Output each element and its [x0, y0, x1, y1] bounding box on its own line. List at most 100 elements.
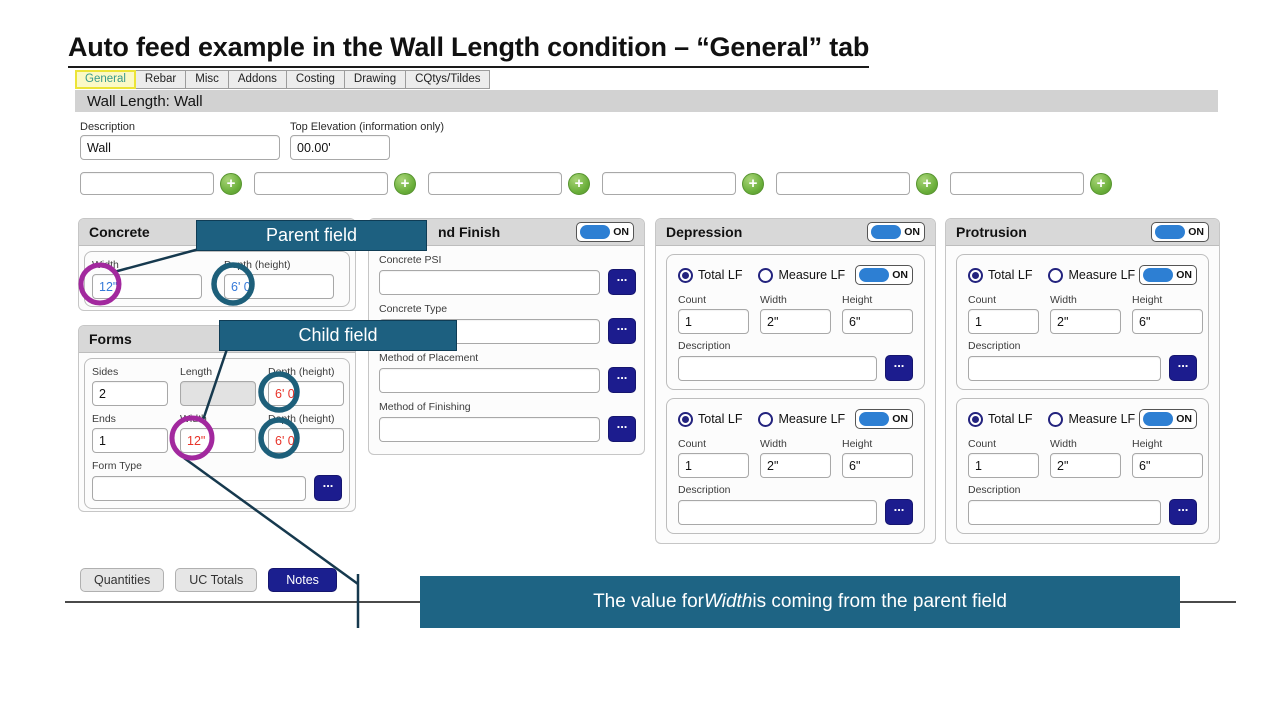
- notes-button[interactable]: Notes: [268, 568, 337, 592]
- protrusion-panel-header: Protrusion ON: [946, 219, 1219, 246]
- tab-drawing[interactable]: Drawing: [343, 70, 407, 89]
- total-lf-radio[interactable]: [968, 267, 983, 283]
- description-label: Description: [968, 484, 1021, 496]
- forms-sides-input[interactable]: [92, 381, 168, 406]
- method-of-placement-input[interactable]: [379, 367, 600, 393]
- width-label: Width: [1050, 294, 1077, 306]
- quick-add-row: + + + + + +: [80, 172, 1124, 195]
- total-lf-radio[interactable]: [968, 411, 983, 427]
- section-description-input[interactable]: [968, 500, 1161, 525]
- height-input[interactable]: [1132, 309, 1203, 334]
- method-of-finishing-label: Method of Finishing: [379, 401, 471, 413]
- plus-icon[interactable]: +: [394, 172, 416, 195]
- concrete-width-input[interactable]: [92, 274, 202, 299]
- finish-on-toggle[interactable]: ON: [576, 222, 634, 242]
- ellipsis-button[interactable]: ...: [608, 416, 636, 442]
- forms-panel: Forms Sides Length Depth (height) Ends: [78, 325, 356, 512]
- section-description-input[interactable]: [968, 356, 1161, 381]
- section-on-toggle[interactable]: ON: [855, 409, 913, 429]
- width-input[interactable]: [1050, 453, 1121, 478]
- toggle-knob: [580, 225, 611, 239]
- height-input[interactable]: [842, 453, 913, 478]
- measure-lf-radio[interactable]: [758, 267, 774, 283]
- plus-icon[interactable]: +: [220, 172, 242, 195]
- ellipsis-button[interactable]: ...: [1169, 499, 1197, 525]
- quick-add-input[interactable]: [428, 172, 562, 195]
- total-lf-radio[interactable]: [678, 267, 693, 283]
- method-of-finishing-input[interactable]: [379, 416, 600, 442]
- ellipsis-button[interactable]: ...: [608, 367, 636, 393]
- top-elevation-input[interactable]: [290, 135, 390, 160]
- forms-width-input[interactable]: [180, 428, 256, 453]
- forms-depth1-input[interactable]: [268, 381, 344, 406]
- concrete-depth-input[interactable]: [224, 274, 334, 299]
- description-label: Description: [968, 340, 1021, 352]
- finish-panel-title: nd Finish: [438, 224, 501, 240]
- ellipsis-button[interactable]: ...: [314, 475, 342, 501]
- count-input[interactable]: [678, 453, 749, 478]
- quick-add-input[interactable]: [602, 172, 736, 195]
- ellipsis-button[interactable]: ...: [885, 355, 913, 381]
- height-input[interactable]: [1132, 453, 1203, 478]
- measure-lf-radio[interactable]: [1048, 411, 1064, 427]
- form-type-input[interactable]: [92, 475, 306, 501]
- concrete-psi-input[interactable]: [379, 269, 600, 295]
- tab-rebar[interactable]: Rebar: [134, 70, 187, 89]
- condition-title-bar: Wall Length: Wall: [75, 90, 1218, 112]
- quick-add-input[interactable]: [254, 172, 388, 195]
- plus-icon[interactable]: +: [916, 172, 938, 195]
- forms-length-label: Length: [180, 366, 213, 378]
- section-description-input[interactable]: [678, 356, 877, 381]
- quick-add-input[interactable]: [80, 172, 214, 195]
- protrusion-panel: Protrusion ON Total LF Measure LF ON Cou…: [945, 218, 1220, 544]
- total-lf-radio[interactable]: [678, 411, 693, 427]
- forms-width-label: Width: [180, 413, 207, 425]
- plus-icon[interactable]: +: [568, 172, 590, 195]
- measure-lf-radio[interactable]: [758, 411, 774, 427]
- width-label: Width: [760, 294, 787, 306]
- banner-text-suffix: is coming from the parent field: [752, 591, 1007, 612]
- ellipsis-button[interactable]: ...: [608, 269, 636, 295]
- concrete-type-label: Concrete Type: [379, 303, 448, 315]
- forms-ends-input[interactable]: [92, 428, 168, 453]
- forms-depth1-label: Depth (height): [268, 366, 335, 378]
- section-on-toggle[interactable]: ON: [855, 265, 913, 285]
- depression-panel: Depression ON Total LF Measure LF ON Cou…: [655, 218, 936, 544]
- width-input[interactable]: [760, 453, 831, 478]
- forms-depth2-input[interactable]: [268, 428, 344, 453]
- tab-addons[interactable]: Addons: [227, 70, 287, 89]
- toggle-knob: [859, 268, 890, 282]
- count-input[interactable]: [678, 309, 749, 334]
- quick-add-input[interactable]: [950, 172, 1084, 195]
- ellipsis-button[interactable]: ...: [1169, 355, 1197, 381]
- section-on-toggle[interactable]: ON: [1139, 409, 1197, 429]
- width-label: Width: [1050, 438, 1077, 450]
- tab-cqtys-tildes[interactable]: CQtys/Tildes: [405, 70, 491, 89]
- section-description-input[interactable]: [678, 500, 877, 525]
- count-input[interactable]: [968, 309, 1039, 334]
- toggle-knob: [1143, 412, 1174, 426]
- ellipsis-button[interactable]: ...: [608, 318, 636, 344]
- form-type-label: Form Type: [92, 460, 142, 472]
- ellipsis-button[interactable]: ...: [885, 499, 913, 525]
- protrusion-on-toggle[interactable]: ON: [1151, 222, 1209, 242]
- section-on-toggle[interactable]: ON: [1139, 265, 1197, 285]
- width-input[interactable]: [760, 309, 831, 334]
- tab-bar: General Rebar Misc Addons Costing Drawin…: [75, 70, 491, 89]
- quick-add-input[interactable]: [776, 172, 910, 195]
- quantities-button[interactable]: Quantities: [80, 568, 165, 592]
- plus-icon[interactable]: +: [742, 172, 764, 195]
- uc-totals-button[interactable]: UC Totals: [175, 568, 258, 592]
- width-input[interactable]: [1050, 309, 1121, 334]
- height-input[interactable]: [842, 309, 913, 334]
- measure-lf-radio[interactable]: [1048, 267, 1064, 283]
- plus-icon[interactable]: +: [1090, 172, 1112, 195]
- tab-general[interactable]: General: [75, 70, 136, 89]
- description-input[interactable]: [80, 135, 280, 160]
- depression-on-toggle[interactable]: ON: [867, 222, 925, 242]
- protrusion-section: Total LF Measure LF ON Count Width Heigh…: [956, 254, 1209, 390]
- depression-section: Total LF Measure LF ON Count Width Heigh…: [666, 398, 925, 534]
- count-input[interactable]: [968, 453, 1039, 478]
- tab-misc[interactable]: Misc: [185, 70, 229, 89]
- tab-costing[interactable]: Costing: [285, 70, 345, 89]
